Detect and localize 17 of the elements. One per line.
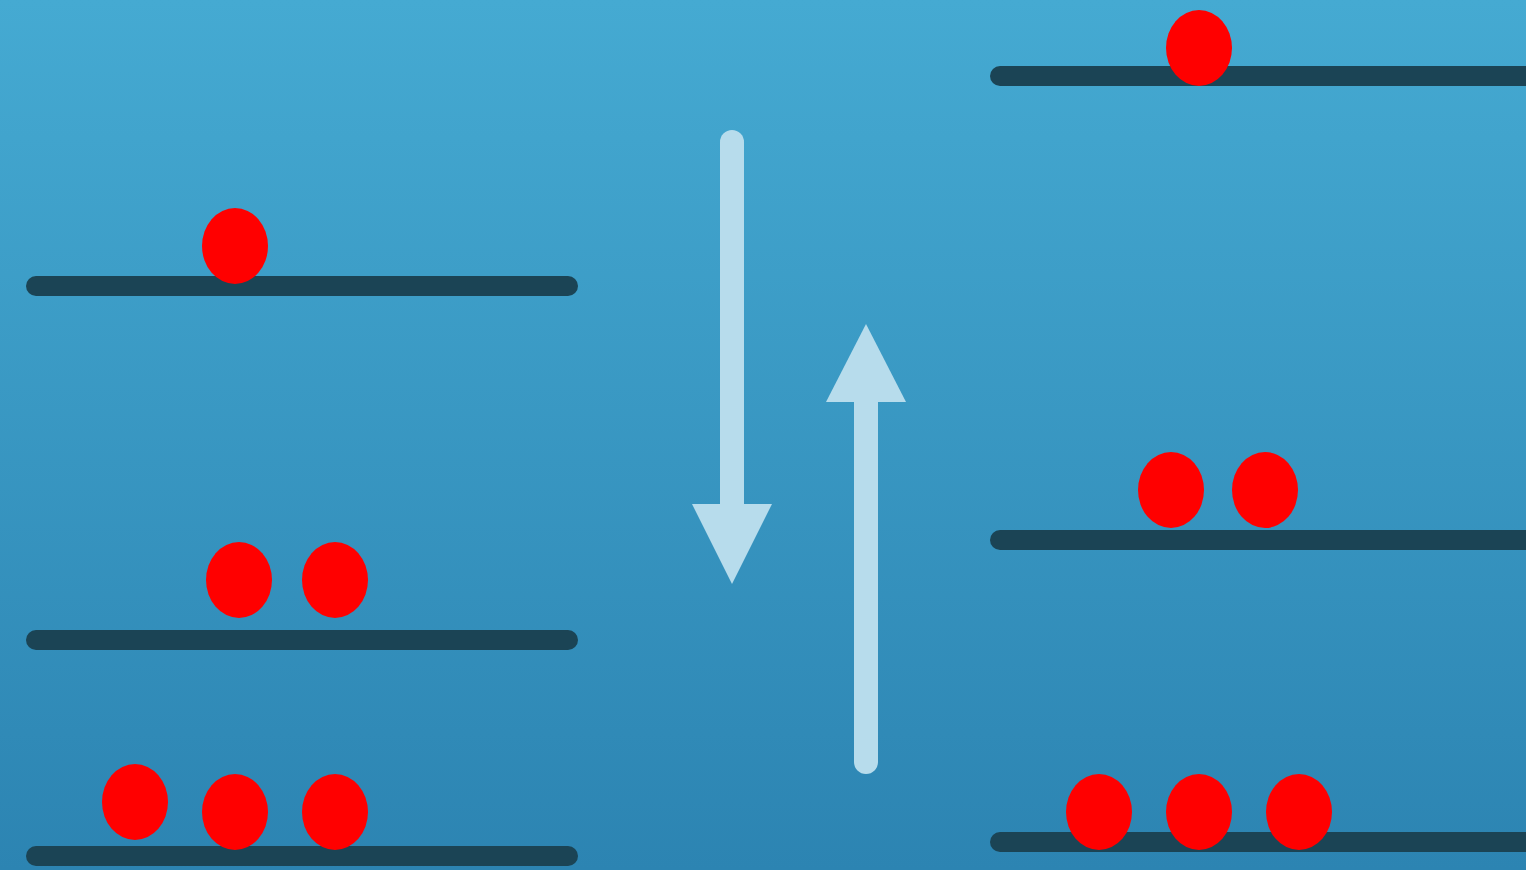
particle-dot — [1166, 10, 1232, 86]
level-line — [26, 630, 578, 650]
particle-dot — [102, 764, 168, 840]
level-line — [990, 66, 1526, 86]
particle-dot — [302, 774, 368, 850]
particle-dot — [1166, 774, 1232, 850]
particle-dot — [1138, 452, 1204, 528]
particle-dot — [202, 774, 268, 850]
particle-dot — [302, 542, 368, 618]
level-line — [26, 276, 578, 296]
particle-dot — [1266, 774, 1332, 850]
particle-dot — [1232, 452, 1298, 528]
particle-dot — [206, 542, 272, 618]
level-line — [990, 530, 1526, 550]
particle-dot — [1066, 774, 1132, 850]
level-line — [26, 846, 578, 866]
particle-dot — [202, 208, 268, 284]
